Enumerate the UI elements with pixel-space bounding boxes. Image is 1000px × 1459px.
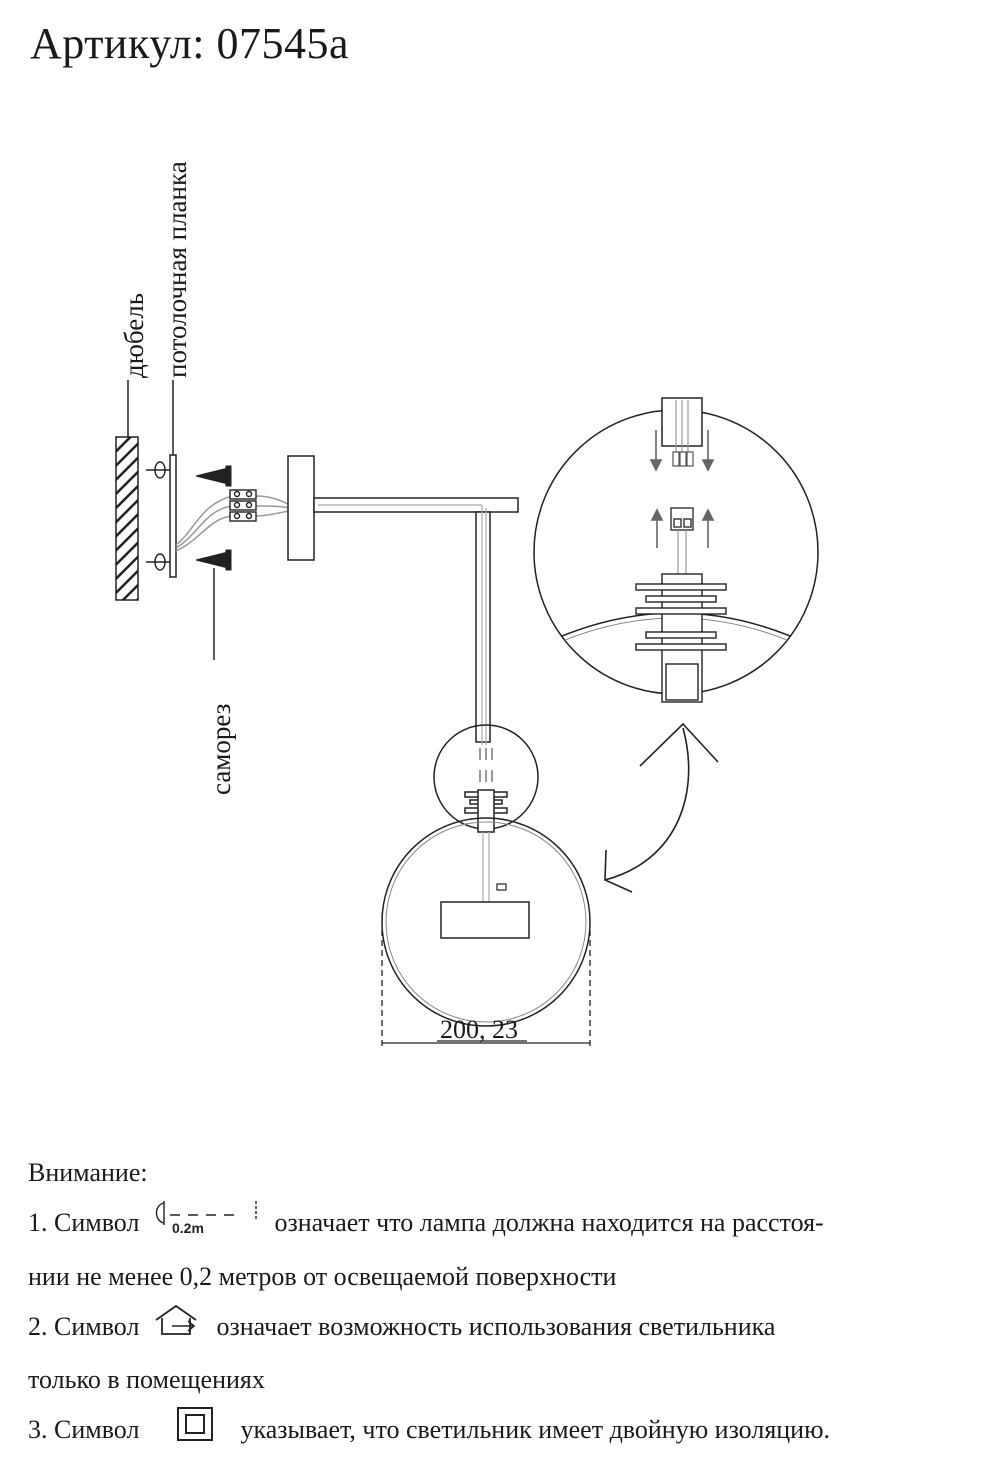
note-1-text-b: нии не менее 0,2 метров от освещаемой по…: [28, 1261, 617, 1291]
distance-symbol-icon: 0.2m: [152, 1199, 262, 1252]
curved-arrow-icon: [604, 722, 719, 893]
dimension-line: [381, 930, 591, 1050]
note-item-2: 2. Символ означает возможность использов…: [28, 1302, 978, 1356]
note-item-3: 3. Символ указывает, что светильник имее…: [28, 1405, 978, 1459]
ceiling-plate: [169, 454, 177, 578]
detail-circle-large: [533, 397, 819, 703]
installation-diagram: дюбель потолочная планка саморез: [115, 161, 819, 1050]
double-insulation-icon: [176, 1406, 216, 1459]
note-item-1: 1. Символ 0.2m означает что лампа должна…: [28, 1198, 978, 1252]
distance-symbol-text: 0.2m: [172, 1220, 204, 1235]
terminal-block: [229, 489, 257, 522]
screw-icons: [195, 465, 232, 571]
note-2-prefix: 2. Символ: [28, 1311, 140, 1341]
note-2-text-a: означает возможность использования свети…: [216, 1311, 776, 1341]
dowel-label: дюбель: [119, 293, 149, 378]
note-3-prefix: 3. Символ: [28, 1415, 140, 1445]
lamp-arm: [287, 455, 519, 743]
note-1-text-a: означает что лампа должна находится на р…: [274, 1208, 824, 1237]
note-2-text-b: только в помещениях: [28, 1365, 265, 1395]
dimension-label: 200, 23: [440, 1015, 518, 1044]
ceiling-plate-label: потолочная планка: [162, 161, 192, 378]
page-title: Артикул: 07545а: [30, 19, 350, 68]
note-3-text: указывает, что светильник имеет двойную …: [240, 1415, 831, 1445]
wall: [115, 436, 139, 601]
indoor-house-icon: [152, 1302, 204, 1355]
notes-section: Внимание: 1. Символ 0.2m означает что ла…: [28, 1148, 978, 1459]
notes-heading: Внимание:: [28, 1158, 148, 1187]
note-1-prefix: 1. Символ: [28, 1208, 140, 1237]
screw-label: саморез: [206, 704, 236, 795]
globe-shade: [381, 817, 591, 1027]
led-module: [440, 901, 530, 939]
